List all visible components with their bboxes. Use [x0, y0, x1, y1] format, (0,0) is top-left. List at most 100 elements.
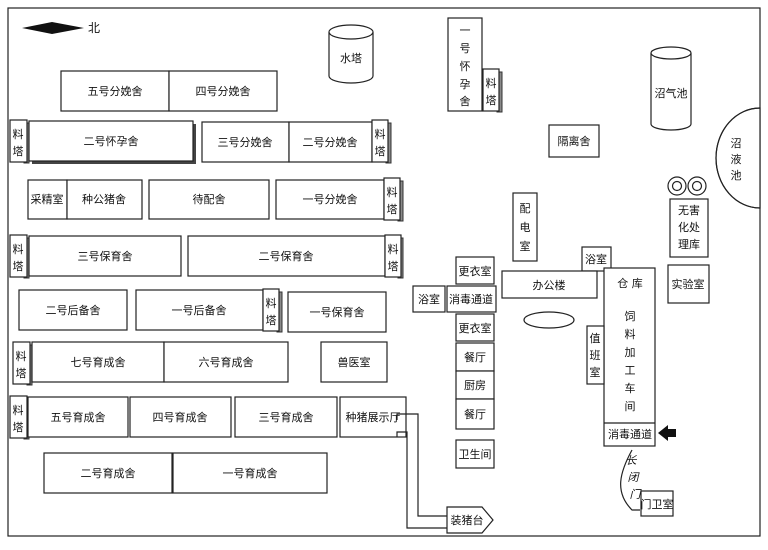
svg-text:怀: 怀 — [460, 60, 471, 73]
svg-text:舍: 舍 — [460, 94, 471, 108]
svg-text:门: 门 — [630, 488, 643, 501]
svg-text:二号育成舍: 二号育成舍 — [81, 466, 136, 480]
label-fen5: 五号分娩舍 — [88, 84, 143, 98]
building-wuhai: 无害 化处 理库 — [669, 198, 709, 258]
svg-text:池: 池 — [731, 169, 742, 182]
building-canting-1: 餐厅 — [455, 342, 495, 372]
fountain-pool — [523, 311, 575, 329]
loading-route-inner — [396, 431, 447, 529]
svg-text:沼: 沼 — [731, 136, 742, 150]
building-gengyi-top: 更衣室 — [455, 256, 495, 285]
building-fen3: 三号分娩舍 — [201, 121, 290, 163]
building-yu6: 六号育成舍 — [163, 341, 289, 383]
svg-text:料: 料 — [16, 349, 27, 363]
svg-text:待配舍: 待配舍 — [193, 192, 226, 206]
svg-text:塔: 塔 — [13, 145, 24, 158]
svg-text:餐厅: 餐厅 — [464, 350, 486, 364]
svg-text:室: 室 — [520, 239, 531, 253]
svg-text:一号保育舍: 一号保育舍 — [310, 305, 365, 319]
loading-route-outer — [396, 413, 447, 517]
svg-text:六号育成舍: 六号育成舍 — [199, 355, 254, 369]
svg-text:号: 号 — [460, 42, 471, 55]
svg-text:采精室: 采精室 — [31, 192, 64, 206]
building-yu2: 二号育成舍 — [43, 452, 173, 494]
svg-text:二号分娩舍: 二号分娩舍 — [303, 135, 358, 149]
svg-text:液: 液 — [731, 152, 742, 166]
feed-tower-8: 料 塔 — [9, 395, 30, 440]
building-zhanshi: 种猪展示厅 — [339, 396, 407, 438]
svg-text:料: 料 — [486, 76, 497, 90]
svg-text:更衣室: 更衣室 — [459, 264, 492, 278]
svg-text:闭: 闭 — [628, 471, 641, 484]
svg-text:塔: 塔 — [486, 94, 497, 107]
svg-text:理库: 理库 — [678, 238, 700, 251]
svg-text:办公楼: 办公楼 — [533, 278, 566, 292]
building-yu5: 五号育成舍 — [27, 396, 129, 438]
svg-text:车: 车 — [625, 381, 636, 395]
feed-tower-4: 料 塔 — [9, 234, 30, 279]
svg-text:塔: 塔 — [13, 421, 24, 434]
svg-text:无害: 无害 — [678, 203, 700, 217]
svg-text:料: 料 — [13, 403, 24, 417]
building-cangku: 仓 库 饲 料 加 工 车 间 消毒通道 — [603, 267, 656, 447]
svg-text:三号保育舍: 三号保育舍 — [78, 249, 133, 263]
closed-gate-path — [620, 449, 640, 511]
svg-text:饲: 饲 — [625, 310, 636, 323]
building-fen1: 一号分娩舍 — [275, 179, 385, 220]
building-zhonggong: 种公猪舍 — [66, 179, 143, 220]
svg-text:塔: 塔 — [16, 367, 27, 380]
svg-text:料: 料 — [387, 185, 398, 199]
svg-text:塔: 塔 — [13, 260, 24, 273]
biogas-tank: 沼气池 — [650, 46, 692, 131]
incinerator-icon — [667, 176, 707, 196]
svg-text:料: 料 — [13, 127, 24, 141]
svg-text:四号育成舍: 四号育成舍 — [153, 410, 208, 424]
svg-text:孕: 孕 — [460, 78, 471, 91]
building-xiaodu-left: 消毒通道 — [446, 285, 497, 313]
building-bao3: 三号保育舍 — [28, 235, 182, 277]
svg-text:三号分娩舍: 三号分娩舍 — [218, 135, 273, 149]
building-bangong: 办公楼 — [501, 270, 598, 299]
svg-text:料: 料 — [375, 127, 386, 141]
svg-text:种猪展示厅: 种猪展示厅 — [346, 410, 401, 424]
svg-text:三号育成舍: 三号育成舍 — [259, 410, 314, 424]
svg-text:实验室: 实验室 — [672, 277, 705, 291]
svg-text:浴室: 浴室 — [585, 252, 607, 266]
svg-text:浴室: 浴室 — [418, 292, 440, 306]
label-fen4: 四号分娩舍 — [196, 84, 251, 98]
svg-text:餐厅: 餐厅 — [464, 407, 486, 421]
svg-text:塔: 塔 — [375, 145, 386, 158]
svg-text:兽医室: 兽医室 — [338, 355, 371, 369]
label-huai2: 二号怀孕舍 — [84, 134, 139, 148]
slurry-pool: 沼 液 池 — [715, 107, 761, 209]
building-bao1: 一号保育舍 — [287, 291, 387, 333]
entrance-arrow-icon — [658, 425, 676, 441]
svg-text:装猪台: 装猪台 — [451, 513, 484, 527]
svg-text:仓 库: 仓 库 — [617, 276, 643, 290]
building-huai2: 二号怀孕舍 — [28, 120, 196, 164]
svg-text:室: 室 — [590, 365, 601, 379]
svg-text:更衣室: 更衣室 — [459, 321, 492, 335]
feed-tower-6: 料 塔 — [262, 288, 283, 333]
building-weisheng: 卫生间 — [455, 439, 495, 469]
svg-text:值: 值 — [590, 332, 601, 345]
building-yu1: 一号育成舍 — [172, 452, 328, 494]
svg-text:料: 料 — [625, 327, 636, 341]
water-tower: 水塔 — [328, 24, 374, 84]
building-shiyan: 实验室 — [667, 264, 710, 304]
feed-tower-7: 料 塔 — [12, 341, 33, 386]
building-hou1: 一号后备舍 — [135, 289, 264, 331]
svg-text:料: 料 — [388, 242, 399, 256]
building-shouyi: 兽医室 — [320, 341, 388, 383]
svg-text:一号育成舍: 一号育成舍 — [223, 466, 278, 480]
building-canting-2: 餐厅 — [455, 398, 495, 430]
svg-text:卫生间: 卫生间 — [459, 447, 492, 461]
building-caijing: 采精室 — [27, 179, 68, 220]
svg-text:间: 间 — [625, 400, 636, 413]
site-boundary — [7, 7, 761, 537]
building-fen5: 五号分娩舍 — [60, 70, 170, 112]
building-geli: 隔离舍 — [548, 124, 600, 158]
building-fen2: 二号分娩舍 — [288, 121, 373, 163]
building-huai1: 一 号 怀 孕 舍 — [447, 17, 483, 112]
